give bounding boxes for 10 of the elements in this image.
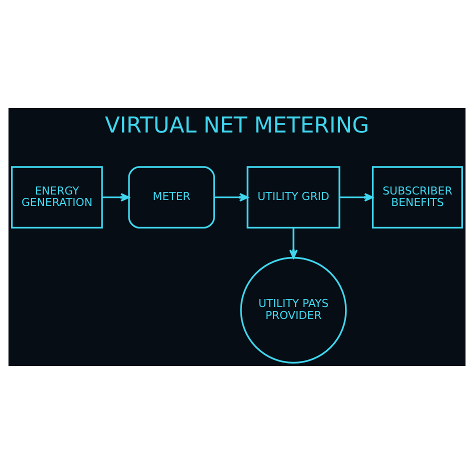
arrow [289,228,298,259]
node-box: UTILITY GRID [246,166,340,228]
arrow [340,193,374,202]
node-circle: UTILITY PAYS PROVIDER [240,256,347,364]
node-box: ENERGY GENERATION [11,166,103,228]
node-box: METER [128,166,215,228]
arrow [214,193,248,202]
arrow [102,193,130,202]
diagram-title: VIRTUAL NET METERING [104,113,370,138]
node-box: SUBSCRIBER BENEFITS [372,166,463,228]
